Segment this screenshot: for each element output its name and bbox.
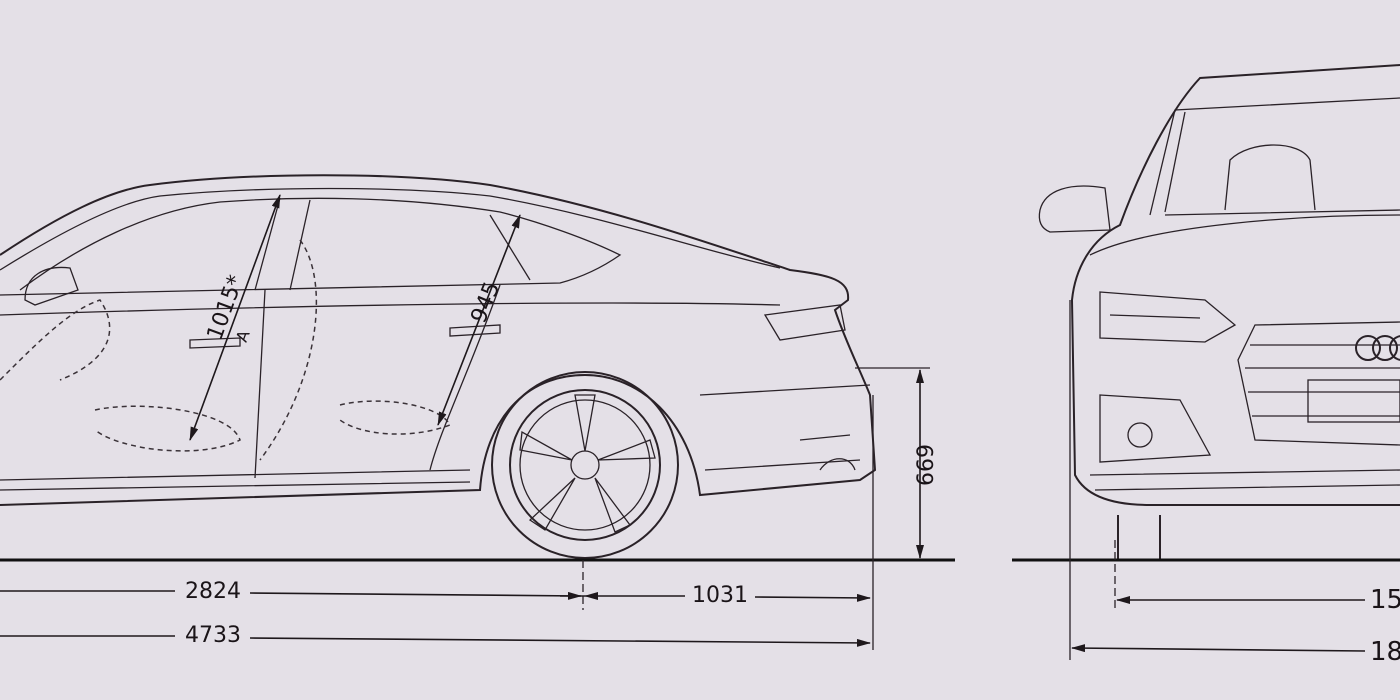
overall-length-label: 4733 [185, 623, 241, 648]
c-pillar [489, 214, 531, 281]
rear-wheel [491, 371, 679, 559]
grille [1237, 321, 1400, 446]
tail-light [763, 304, 846, 341]
boot-sill-height-label: 669 [914, 444, 939, 486]
sill-line [0, 469, 471, 491]
hood-line [1089, 214, 1400, 256]
front-view: 15 18 [1012, 64, 1400, 667]
fog-lamp [1127, 422, 1153, 448]
b-pillar [254, 197, 311, 291]
width-label: 18 [1370, 637, 1400, 667]
side-view: 1015* A 945 669 2824 1031 4733 [0, 174, 955, 650]
belt-line [0, 302, 781, 316]
mirror [24, 266, 79, 306]
door-gap [254, 284, 501, 479]
seat-outline-rear [259, 239, 452, 461]
door-marker-label: A [232, 328, 254, 345]
front-bumper [1089, 469, 1400, 491]
window-line [0, 197, 622, 296]
license-plate [1307, 379, 1400, 423]
windshield [1149, 97, 1400, 216]
fog-light [1099, 394, 1212, 463]
rear-overhang-label: 1031 [692, 583, 748, 608]
dim-door-rear [437, 214, 521, 426]
dim-width [1071, 644, 1366, 653]
audi-rings-logo [1355, 335, 1400, 361]
headlight [1099, 291, 1237, 343]
front-tire [1117, 515, 1161, 560]
front-body-outline [1070, 64, 1400, 506]
rear-bumper [699, 384, 871, 471]
seat-outline-front [0, 299, 241, 452]
track-label: 15 [1370, 585, 1400, 615]
roof-line [0, 187, 781, 271]
wheelbase-label: 2824 [185, 579, 241, 604]
exhaust [819, 458, 856, 471]
front-mirror [1038, 185, 1111, 233]
seat-headrest [1224, 144, 1316, 211]
dim-door-front [189, 194, 281, 441]
car-body-outline [0, 174, 877, 506]
door-height-rear-label: 945 [467, 278, 506, 326]
